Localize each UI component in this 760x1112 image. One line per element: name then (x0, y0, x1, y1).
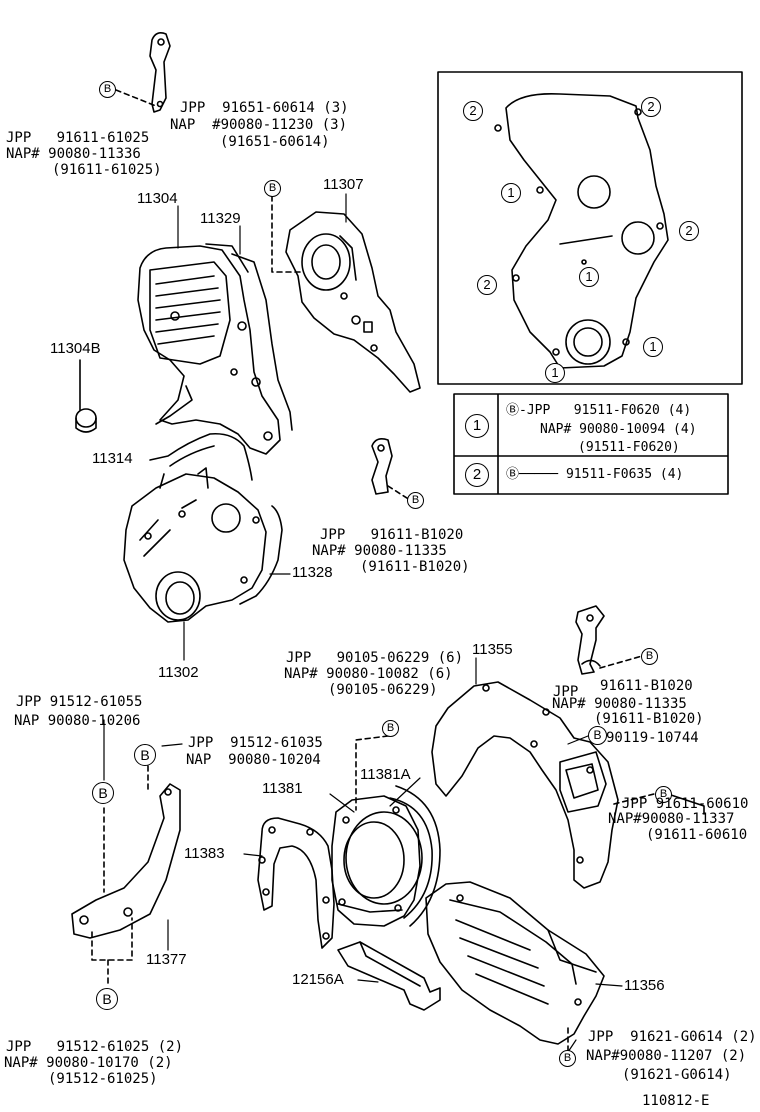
leader-right-top-bolt (599, 655, 643, 669)
bolt-b-icon: B (559, 1050, 576, 1067)
inset-legend-table (453, 393, 729, 495)
middle-hook-bracket (371, 438, 393, 495)
part-11355: 11355 (472, 641, 513, 658)
part-11307: 11307 (323, 176, 364, 193)
label-top-bolt-alt: (91651-60614) (220, 134, 330, 150)
legend-marker-1: 1 (465, 414, 489, 438)
label-right-top-alt: (91611-B1020) (594, 711, 704, 727)
leader-11377-b3 (91, 917, 133, 961)
rear-plate-11355 (431, 681, 619, 889)
part-11328: 11328 (292, 564, 333, 581)
leader-top-bolt (115, 89, 157, 107)
part-11314: 11314 (92, 450, 133, 467)
leader-11307-bolt (271, 195, 301, 273)
label-bottom-left-alt: (91512-61025) (48, 1071, 158, 1087)
inset-marker-1: 1 (643, 337, 663, 357)
label-center-bolt-nap: NAP# 90080-10082 (6) (284, 666, 453, 682)
inset-marker-1: 1 (545, 363, 565, 383)
label-left-mid-jpp: JPP 91512-61055 (16, 694, 143, 710)
seal-11328 (239, 505, 283, 605)
label-left-b2-nap: NAP 90080-10204 (186, 752, 321, 768)
top-hook-bracket (149, 32, 171, 113)
bolt-b-icon: B (134, 744, 156, 766)
bolt-b-icon: B (382, 720, 399, 737)
inset-frame (437, 71, 743, 385)
label-left-b2-jpp: JPP 91512-61035 (188, 735, 323, 751)
leader-mid-bolt (387, 485, 411, 501)
inset-marker-2: 2 (641, 97, 661, 117)
part-11304b: 11304B (50, 340, 101, 357)
inset-marker-1: 1 (501, 183, 521, 203)
leader-right-mid-bolt (613, 793, 655, 805)
plug-11304b (75, 359, 97, 433)
bracket-11377 (71, 783, 181, 939)
leader-lines (103, 193, 623, 1053)
label-bottom-left-nap: NAP# 90080-10170 (2) (4, 1055, 173, 1071)
label-center-bolt-jpp: JPP 90105-06229 (6) (286, 650, 464, 666)
label-right-mid-nap: NAP#90080-11337 (608, 811, 735, 827)
legend-2-line: Ⓑ───── 91511-F0635 (4) (506, 467, 684, 482)
inset-marker-2: 2 (679, 221, 699, 241)
label-left-bolt-nap: NAP# 90080-11336 (6, 146, 141, 162)
label-left-mid-nap: NAP 90080-10206 (14, 713, 141, 729)
leader-center-bolt (355, 735, 389, 811)
label-mid-bolt-nap: NAP# 90080-11335 (312, 543, 447, 559)
legend-1-alt: (91511-F0620) (578, 440, 680, 455)
right-hook-bracket (575, 605, 605, 675)
inset-marker-2: 2 (477, 275, 497, 295)
inset-marker-2: 2 (463, 101, 483, 121)
leader-right-mid (667, 793, 705, 815)
label-left-bolt-alt: (91611-61025) (52, 162, 162, 178)
legend-marker-2: 2 (465, 463, 489, 487)
label-bottom-left-jpp: JPP 91512-61025 (2) (6, 1039, 184, 1055)
part-11381: 11381 (262, 780, 303, 797)
bolt-b-icon: B (641, 648, 658, 665)
label-right-mid-alt: (91611-60610 (646, 827, 748, 843)
label-center-bolt-alt: (90105-06229) (328, 682, 438, 698)
bolt-b-icon: B (655, 786, 672, 803)
label-right-mid-jpp: JPP 91611-60610 (622, 796, 749, 812)
inset-cover-outline (494, 92, 669, 369)
label-top-bolt-nap: NAP #90080-11230 (3) (170, 117, 348, 133)
label-top-bolt-jpp: JPP 91651-60614 (3) (180, 100, 349, 116)
gasket-11314 (149, 432, 253, 481)
timing-cover-upper (137, 243, 293, 455)
label-mid-bolt-alt: (91611-B1020) (360, 559, 470, 575)
oil-seal-retainer (331, 785, 441, 927)
inset-marker-1: 1 (579, 267, 599, 287)
part-11329: 11329 (200, 210, 241, 227)
bolt-b-icon: B (588, 726, 607, 745)
label-left-bolt-jpp: JPP 91611-61025 (6, 130, 150, 146)
bolt-b-icon: B (92, 782, 114, 804)
gasket-11383 (257, 817, 335, 949)
lower-cover-11356 (425, 881, 605, 1045)
part-12156a: 12156A (292, 971, 344, 988)
timing-cover-lower (123, 467, 267, 623)
part-11383: 11383 (184, 845, 225, 862)
bolt-b-icon: B (96, 988, 118, 1010)
diagram-id: 110812-E (642, 1093, 710, 1109)
legend-1-jpp: Ⓑ-JPP 91511-F0620 (4) (506, 403, 692, 418)
label-right-top-jpp: JPP (553, 684, 579, 700)
part-11302: 11302 (158, 664, 199, 681)
bolt-b-icon: B (264, 180, 281, 197)
label-bottom-right-jpp: JPP 91621-G0614 (2) (588, 1029, 757, 1045)
timing-belt-plate (285, 211, 421, 393)
part-11356: 11356 (624, 977, 665, 994)
bolt-b-icon: B (99, 81, 116, 98)
legend-1-nap: NAP# 90080-10094 (4) (540, 422, 697, 437)
label-right-top-jpp-num: 91611-B1020 (600, 678, 693, 694)
label-bottom-right-nap: NAP#90080-11207 (2) (586, 1048, 747, 1064)
part-11381a: 11381A (360, 766, 411, 783)
label-mid-bolt-jpp: JPP 91611-B1020 (320, 527, 464, 543)
part-11377: 11377 (146, 951, 187, 968)
label-right-top-nap: NAP# 90080-11335 (552, 696, 687, 712)
label-bottom-right-alt: (91621-G0614) (622, 1067, 732, 1083)
label-right-b-part: 90119-10744 (606, 730, 699, 746)
bracket-12156a (337, 941, 441, 1011)
part-11304: 11304 (137, 190, 178, 207)
bolt-b-icon: B (407, 492, 424, 509)
